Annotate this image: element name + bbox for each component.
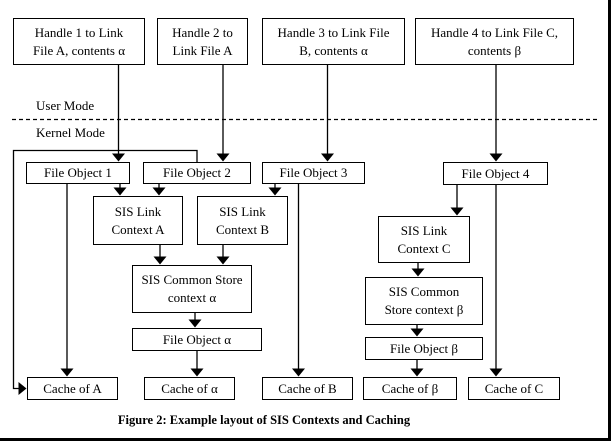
node-handle-2: Handle 2 to Link File A (157, 18, 248, 65)
node-sis-link-context-b: SIS Link Context B (197, 196, 288, 245)
node-handle-1: Handle 1 to Link File A, contents α (13, 18, 145, 65)
figure-caption: Figure 2: Example layout of SIS Contexts… (117, 413, 411, 427)
node-cache-of-b: Cache of B (262, 377, 353, 400)
frame-border-right (608, 0, 611, 441)
node-handle-4: Handle 4 to Link File C, contents β (415, 18, 574, 65)
node-sis-link-context-a: SIS Link Context A (93, 196, 183, 245)
node-cache-of-alpha: Cache of α (144, 377, 235, 400)
node-file-object-1: File Object 1 (26, 162, 130, 184)
kernel-mode-label: Kernel Mode (36, 125, 105, 140)
node-file-object-3: File Object 3 (262, 162, 365, 184)
node-cache-of-c: Cache of C (468, 377, 560, 400)
node-file-object-4: File Object 4 (443, 162, 548, 185)
node-sis-common-store-beta: SIS Common Store context β (365, 277, 483, 325)
frame-border-bottom (0, 438, 611, 441)
node-file-object-2: File Object 2 (143, 162, 251, 184)
node-cache-of-beta: Cache of β (363, 377, 457, 400)
node-file-object-beta: File Object β (365, 337, 483, 360)
node-file-object-alpha: File Object α (132, 328, 262, 351)
connector-fileobject2-cachea (12, 149, 198, 395)
node-sis-link-context-c: SIS Link Context C (378, 216, 470, 263)
node-handle-3: Handle 3 to Link File B, contents α (262, 18, 405, 65)
node-sis-common-store-alpha: SIS Common Store context α (132, 265, 252, 313)
user-mode-label: User Mode (36, 98, 95, 113)
node-cache-of-a: Cache of A (27, 377, 118, 400)
